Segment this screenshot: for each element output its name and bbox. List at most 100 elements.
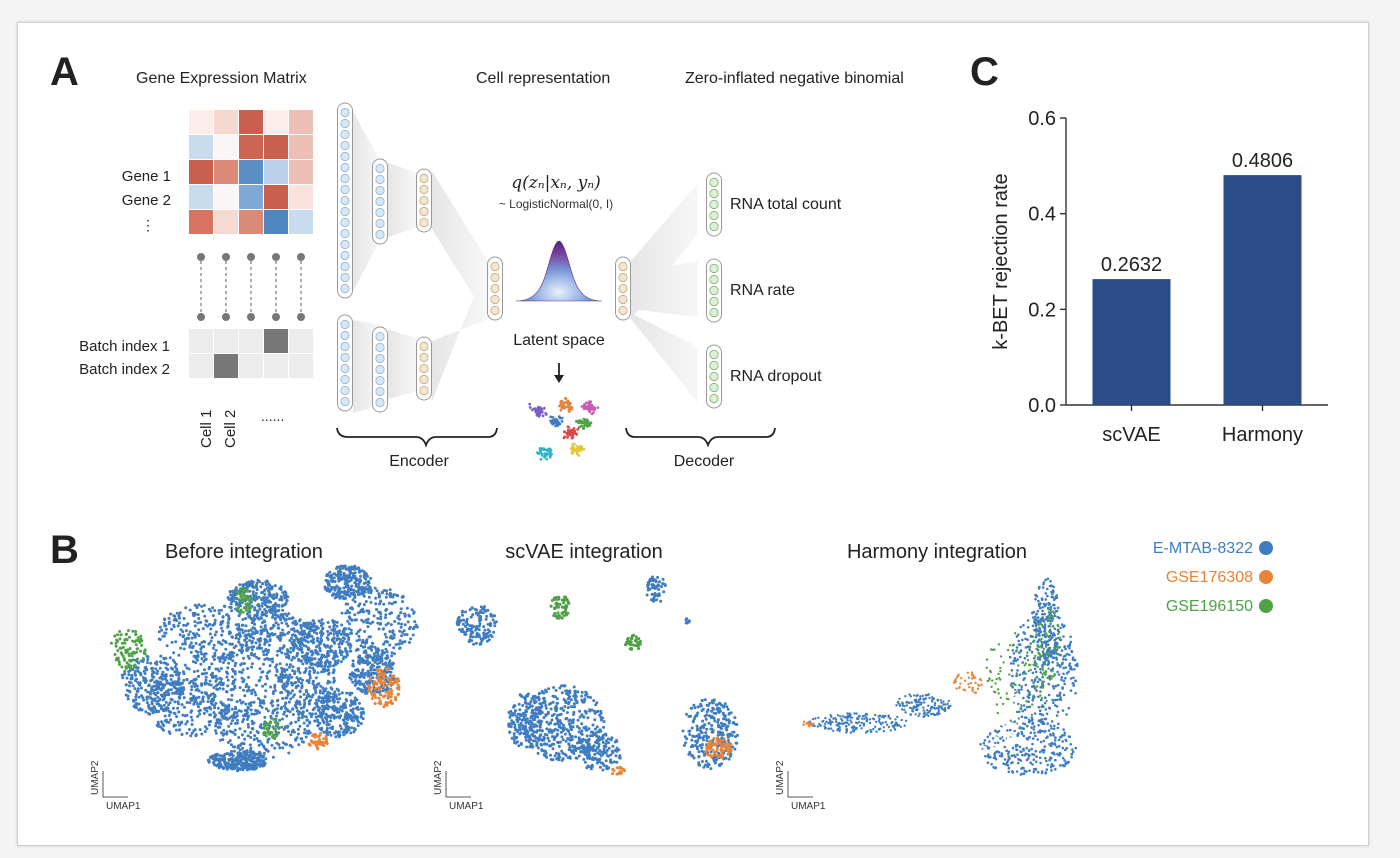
umap-point <box>235 653 239 657</box>
umap-point <box>213 609 217 613</box>
umap-point <box>470 606 474 610</box>
umap-point <box>267 643 271 647</box>
umap-point <box>116 658 120 662</box>
umap-point <box>190 685 194 689</box>
umap-point <box>362 603 366 607</box>
umap-point <box>281 741 285 745</box>
network-node <box>340 261 350 272</box>
umap-point <box>560 605 564 609</box>
umap-point <box>150 672 154 676</box>
umap-point <box>169 718 173 722</box>
network-node <box>340 173 350 184</box>
network-node <box>490 294 500 305</box>
umap-point <box>586 716 590 720</box>
umap-point <box>272 624 276 628</box>
umap-point <box>214 721 218 725</box>
umap-point <box>311 641 315 645</box>
umap-point <box>534 714 538 718</box>
umap-point <box>580 722 584 726</box>
umap-point <box>657 593 661 597</box>
output-dropout: RNA dropout <box>730 368 822 385</box>
umap-point <box>178 633 182 637</box>
umap-point <box>184 637 187 641</box>
connector-dot <box>197 253 205 261</box>
umap-point <box>254 708 258 712</box>
umap-point <box>302 721 306 725</box>
umap-point <box>391 663 394 667</box>
umap-point <box>339 727 343 731</box>
umap-point <box>208 705 212 709</box>
umap-point <box>333 661 337 665</box>
umap-point <box>287 656 291 660</box>
umap-point <box>320 664 323 668</box>
umap-point <box>377 686 381 689</box>
umap-point <box>348 649 352 653</box>
umap-point <box>379 693 383 697</box>
umap-point <box>139 634 143 638</box>
umap-point <box>657 588 661 591</box>
umap-point <box>189 734 193 738</box>
umap-point <box>221 654 225 658</box>
umap-point <box>174 673 178 677</box>
umap-point <box>124 637 128 641</box>
umap-point <box>178 696 182 700</box>
network-node <box>375 375 385 386</box>
umap-point <box>260 610 264 614</box>
cluster-point <box>547 452 551 456</box>
cluster-point <box>587 422 591 426</box>
umap-point <box>286 724 290 728</box>
umap-point <box>356 724 360 728</box>
umap-point <box>275 670 279 673</box>
umap-point <box>364 577 368 581</box>
umap-point <box>268 664 272 668</box>
umap-point <box>342 722 346 726</box>
umap-point <box>161 698 165 702</box>
network-node <box>340 374 350 385</box>
umap-point <box>225 730 229 734</box>
umap-point <box>370 697 374 700</box>
umap-point <box>366 574 369 578</box>
umap-point <box>289 650 293 654</box>
umap-point <box>165 681 169 685</box>
umap-point <box>259 585 263 589</box>
umap-point <box>289 733 293 737</box>
heatmap-cell <box>239 110 263 134</box>
umap-point <box>219 608 223 612</box>
umap-point <box>207 607 211 611</box>
umap-point <box>317 735 320 739</box>
umap-point <box>361 668 365 672</box>
network-fan <box>388 163 418 237</box>
umap-point <box>243 737 247 741</box>
umap-point <box>173 665 177 669</box>
umap-point <box>318 689 322 693</box>
umap-point <box>326 638 330 641</box>
umap-point <box>528 720 532 723</box>
umap-point <box>371 694 375 698</box>
umap-point <box>337 692 341 696</box>
umap-point <box>297 647 301 651</box>
umap-point <box>183 663 187 667</box>
umap-point <box>379 612 383 616</box>
umap-point <box>200 657 204 661</box>
umap-point <box>130 654 134 658</box>
network-node <box>490 305 500 316</box>
umap-point <box>307 672 311 676</box>
umap-point <box>285 696 289 700</box>
network-fan <box>432 171 488 319</box>
umap-point <box>314 715 318 719</box>
umap-point <box>321 686 325 690</box>
umap-point <box>196 654 200 658</box>
umap-point <box>328 625 332 629</box>
umap-point <box>231 635 234 639</box>
umap-point <box>242 750 246 754</box>
network-node <box>709 307 719 318</box>
network-node <box>490 272 500 283</box>
umap-point <box>314 628 318 631</box>
umap-point <box>457 619 461 623</box>
umap-point <box>383 672 387 676</box>
umap-point <box>136 681 140 684</box>
umap-point <box>626 640 630 644</box>
batch-index-2-label: Batch index 2 <box>79 361 170 378</box>
network-node <box>490 261 500 272</box>
umap-point <box>307 729 311 733</box>
